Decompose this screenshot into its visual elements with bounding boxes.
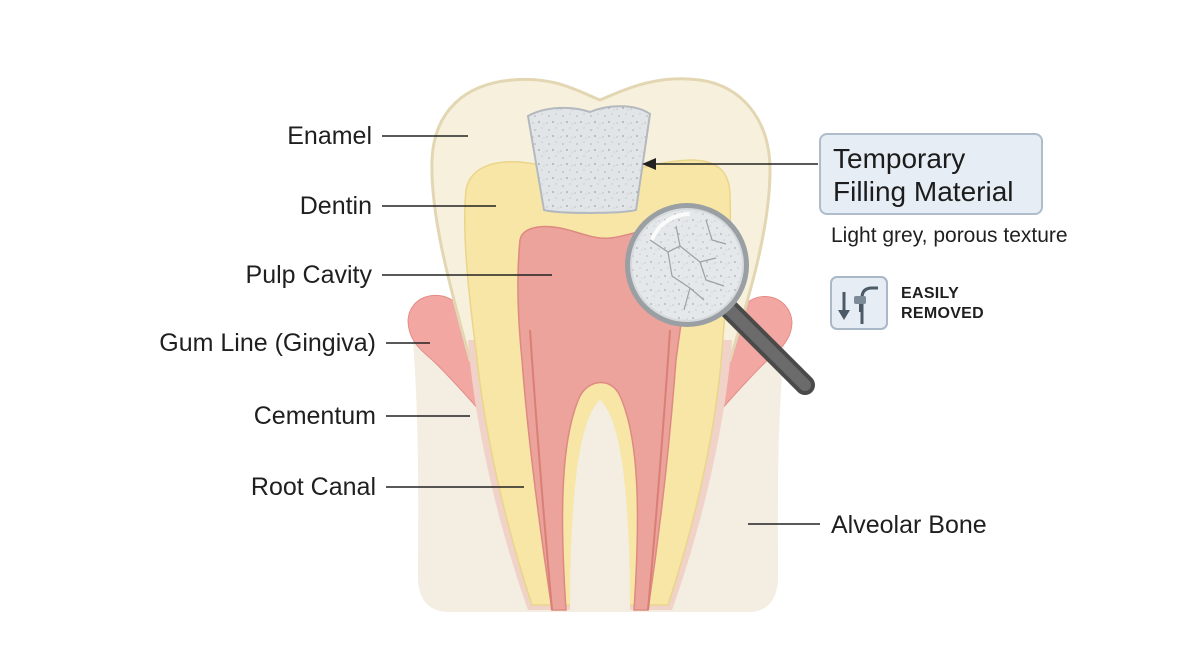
label-alveolar-bone: Alveolar Bone [831, 511, 987, 539]
leader-lines [382, 135, 820, 525]
inter-radicular-area [570, 400, 630, 610]
label-gum-line: Gum Line (Gingiva) [159, 329, 376, 357]
magnifying-glass-icon [625, 203, 815, 395]
removal-line-2: REMOVED [901, 305, 984, 322]
temporary-filling-callout: Temporary Filling Material [819, 133, 1043, 215]
label-dentin: Dentin [299, 192, 372, 220]
filling-texture-note: Light grey, porous texture [831, 224, 1068, 247]
label-enamel: Enamel [287, 122, 372, 150]
filling-arrowhead [642, 158, 656, 170]
root-canal-right [647, 329, 671, 611]
easily-removed-label: EASILY REMOVED [901, 284, 984, 324]
callout-line-2: Filling Material [833, 176, 1014, 207]
removal-line-1: EASILY [901, 285, 960, 302]
callout-line-1: Temporary [833, 143, 966, 174]
temporary-filling [526, 105, 652, 214]
label-cementum: Cementum [253, 402, 376, 430]
dental-drill-icon [830, 276, 888, 330]
root-canal-left [529, 329, 553, 611]
label-pulp-cavity: Pulp Cavity [245, 261, 372, 289]
label-root-canal: Root Canal [250, 473, 376, 501]
